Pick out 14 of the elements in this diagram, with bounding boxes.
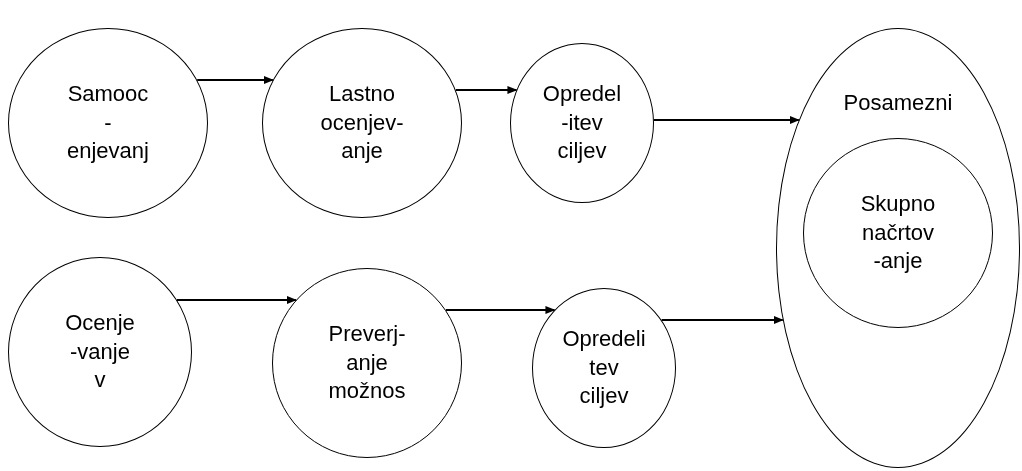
node-label: Samooc - enjevanj bbox=[67, 80, 149, 166]
node-label: Skupno načrtov -anje bbox=[860, 190, 936, 276]
arrow bbox=[660, 316, 784, 324]
arrow bbox=[196, 76, 274, 84]
arrow bbox=[454, 86, 518, 94]
arrow bbox=[176, 296, 297, 304]
arrow bbox=[444, 306, 556, 314]
node-label: Opredeli tev ciljev bbox=[562, 325, 646, 411]
node-label: Lastno ocenjev- anje bbox=[320, 80, 404, 166]
arrow bbox=[652, 116, 800, 124]
node-label: Ocenje -vanje v bbox=[65, 309, 135, 395]
node-label: Posamezni bbox=[843, 89, 953, 117]
node-label: Preverj- anje možnos bbox=[328, 320, 406, 406]
node-label: Opredel -itev ciljev bbox=[542, 80, 622, 166]
